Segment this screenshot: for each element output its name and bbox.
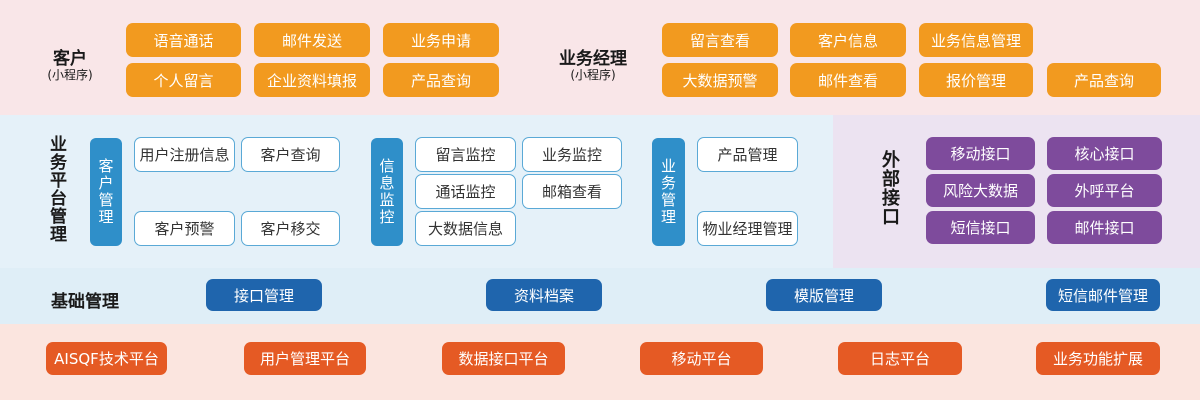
external-title: 外部接口 (879, 150, 900, 226)
email-interface-button[interactable]: 邮件接口 (1047, 211, 1162, 244)
business-monitor-button[interactable]: 业务监控 (522, 137, 622, 172)
manager-title: 业务经理 (559, 49, 627, 69)
business-apply-button[interactable]: 业务申请 (383, 23, 499, 57)
send-email-button[interactable]: 邮件发送 (254, 23, 370, 57)
voice-call-button[interactable]: 语音通话 (126, 23, 241, 57)
big-data-info-button[interactable]: 大数据信息 (415, 211, 516, 246)
mobile-platform-button[interactable]: 移动平台 (640, 342, 763, 375)
template-manage-button[interactable]: 模版管理 (766, 279, 882, 311)
product-manage-button[interactable]: 产品管理 (697, 137, 798, 172)
business-extension-button[interactable]: 业务功能扩展 (1036, 342, 1160, 375)
customer-query-button[interactable]: 客户查询 (241, 137, 340, 172)
customer-info-button[interactable]: 客户信息 (790, 23, 906, 57)
document-archive-button[interactable]: 资料档案 (486, 279, 602, 311)
data-interface-platform-button[interactable]: 数据接口平台 (442, 342, 565, 375)
aisqf-tech-platform-button[interactable]: AISQF技术平台 (46, 342, 167, 375)
customer-alert-button[interactable]: 客户预警 (134, 211, 235, 246)
risk-big-data-button[interactable]: 风险大数据 (926, 174, 1035, 207)
quote-manage-button[interactable]: 报价管理 (919, 63, 1033, 97)
tab-info-monitoring[interactable]: 信息监控 (371, 138, 403, 246)
manager-product-query-button[interactable]: 产品查询 (1047, 63, 1161, 97)
customer-product-query-button[interactable]: 产品查询 (383, 63, 499, 97)
customer-subtitle: (小程序) (47, 68, 93, 82)
tab-business-management[interactable]: 业务管理 (652, 138, 685, 246)
core-interface-button[interactable]: 核心接口 (1047, 137, 1162, 170)
customer-transfer-button[interactable]: 客户移交 (241, 211, 340, 246)
outbound-call-platform-button[interactable]: 外呼平台 (1047, 174, 1162, 207)
call-monitor-button[interactable]: 通话监控 (415, 174, 516, 209)
user-registration-info-button[interactable]: 用户注册信息 (134, 137, 235, 172)
sms-interface-button[interactable]: 短信接口 (926, 211, 1035, 244)
tab-customer-management[interactable]: 客户管理 (90, 138, 122, 246)
infrastructure-section-band (0, 324, 1200, 400)
base-title: 基础管理 (51, 292, 119, 312)
interface-manage-button[interactable]: 接口管理 (206, 279, 322, 311)
customer-title: 客户 (53, 49, 87, 69)
personal-message-button[interactable]: 个人留言 (126, 63, 241, 97)
view-messages-button[interactable]: 留言查看 (662, 23, 778, 57)
sms-email-manage-button[interactable]: 短信邮件管理 (1046, 279, 1160, 311)
business-info-manage-button[interactable]: 业务信息管理 (919, 23, 1033, 57)
mailbox-view-button[interactable]: 邮箱查看 (522, 174, 622, 209)
mobile-interface-button[interactable]: 移动接口 (926, 137, 1035, 170)
property-manager-manage-button[interactable]: 物业经理管理 (697, 211, 798, 246)
user-manage-platform-button[interactable]: 用户管理平台 (244, 342, 366, 375)
company-info-fill-button[interactable]: 企业资料填报 (254, 63, 370, 97)
manager-subtitle: (小程序) (570, 68, 616, 82)
view-email-button[interactable]: 邮件查看 (790, 63, 906, 97)
message-monitor-button[interactable]: 留言监控 (415, 137, 516, 172)
big-data-alert-button[interactable]: 大数据预警 (662, 63, 778, 97)
log-platform-button[interactable]: 日志平台 (838, 342, 962, 375)
platform-title: 业务平台管理 (46, 135, 66, 243)
